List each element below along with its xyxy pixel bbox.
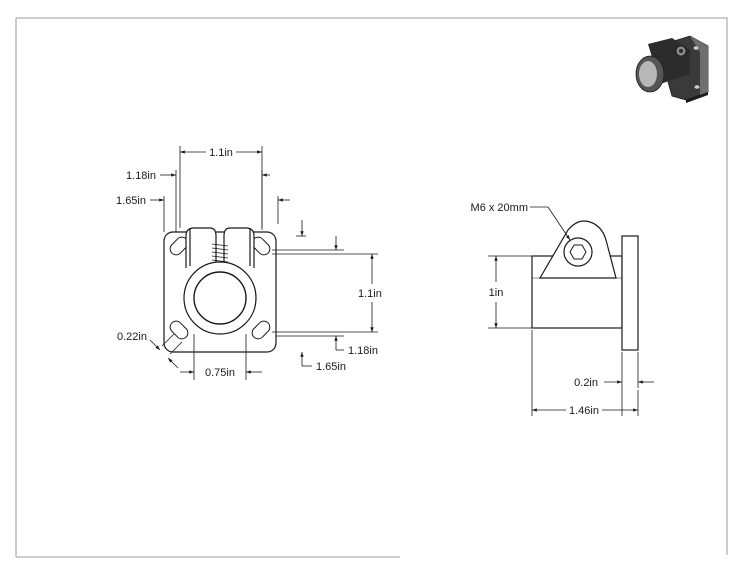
dim-left-lower: 1.65in <box>116 195 146 207</box>
hex-socket <box>569 244 587 260</box>
flange <box>621 235 639 351</box>
side-view <box>531 220 639 351</box>
clamp-ears <box>185 227 255 268</box>
dim-slot-width: 0.22in <box>117 331 147 343</box>
dim-right-height: 1.1in <box>358 288 382 300</box>
side-dimension-labels: M6 x 20mm 1in 0.2in 1.46in <box>471 202 599 417</box>
dim-height: 1in <box>489 287 504 299</box>
isometric-view <box>635 35 709 103</box>
front-dimensions <box>149 146 378 380</box>
dim-right-lower: 1.18in <box>348 345 378 357</box>
dim-bottom-right: 1.65in <box>316 361 346 373</box>
dim-flange: 0.2in <box>574 377 598 389</box>
front-view <box>163 227 277 353</box>
dim-left-upper: 1.18in <box>126 170 156 182</box>
front-dimension-labels: 1.1in 1.18in 1.65in 1.1in 1.18in 1.65in … <box>116 147 382 379</box>
bolt-threads <box>211 243 229 267</box>
dim-bottom-width: 0.75in <box>205 367 235 379</box>
collar-bore <box>193 271 247 325</box>
sheet-border <box>15 17 728 558</box>
side-dimensions <box>488 206 654 416</box>
dim-top-width: 1.1in <box>209 147 233 159</box>
bolt-callout: M6 x 20mm <box>471 202 528 214</box>
dim-length: 1.46in <box>569 405 599 417</box>
